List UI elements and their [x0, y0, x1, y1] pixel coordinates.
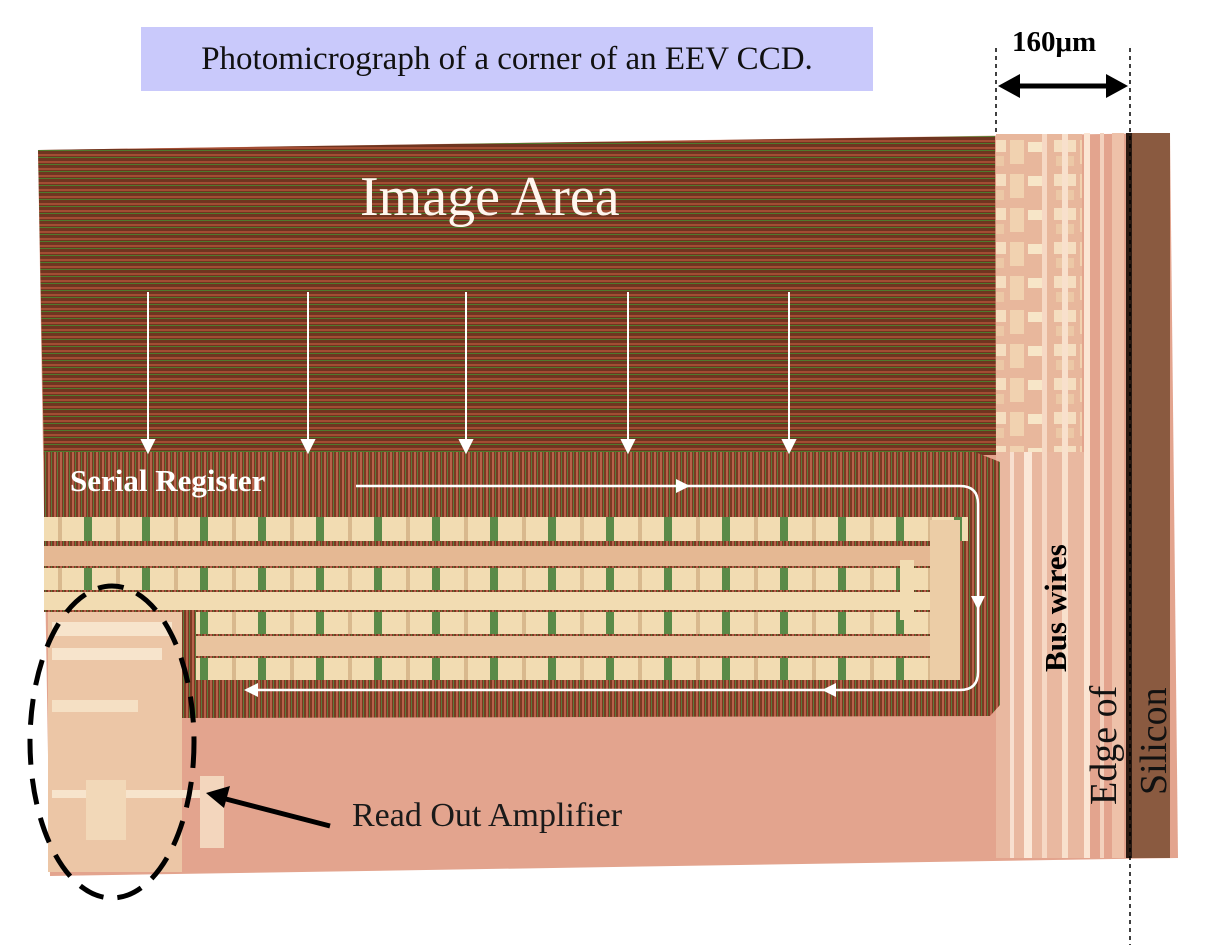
serial-readout-path [248, 484, 980, 692]
charge-transfer-arrows [140, 292, 797, 455]
register-track-1 [44, 517, 968, 541]
read-out-amplifier-label: Read Out Amplifier [352, 797, 623, 834]
scale-label: 160μm [1012, 26, 1097, 58]
silicon-label: Silicon [1133, 687, 1175, 795]
image-area-region [38, 136, 996, 462]
silicon-edge [1130, 133, 1170, 858]
caption-background [141, 27, 873, 91]
scale-bar [995, 48, 1131, 945]
bus-wires-label: Bus wires [1038, 544, 1073, 672]
amplifier-pointer-arrow [206, 786, 331, 829]
image-area-label: Image Area [360, 166, 620, 228]
bus-wires-region [996, 134, 1082, 452]
amplifier-outline [27, 583, 197, 901]
edge-of-label: Edge of [1083, 685, 1125, 805]
serial-register-label: Serial Register [70, 463, 266, 498]
figure-caption: Photomicrograph of a corner of an EEV CC… [201, 40, 813, 77]
